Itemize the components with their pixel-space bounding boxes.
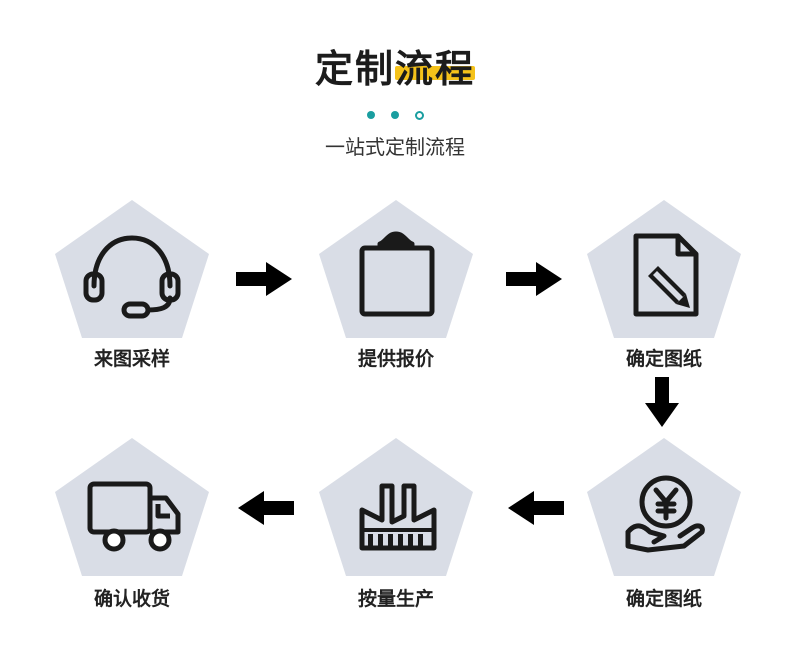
headset-icon xyxy=(83,235,181,319)
truck-icon xyxy=(87,481,181,552)
decorative-dots xyxy=(0,108,790,122)
step-card-drawing xyxy=(584,198,744,348)
dot-icon xyxy=(390,111,399,119)
step-card-production xyxy=(316,436,476,586)
step-label: 确认收货 xyxy=(93,588,170,610)
page-subtitle: 一站式定制流程 xyxy=(325,135,465,159)
step-label: 按量生产 xyxy=(357,588,434,610)
step-label: 来图采样 xyxy=(93,348,170,370)
dot-outline-icon xyxy=(414,110,424,120)
title-highlight xyxy=(395,66,475,80)
clipboard-icon xyxy=(359,231,435,317)
step-card-payment xyxy=(584,436,744,586)
arrow-right-icon xyxy=(236,262,292,296)
dot-icon xyxy=(366,111,375,119)
step-card-quote xyxy=(316,198,476,348)
arrow-left-icon xyxy=(508,491,564,525)
arrow-right-icon xyxy=(506,262,562,296)
step-label: 确定图纸 xyxy=(625,588,702,610)
document-edit-icon xyxy=(633,233,699,317)
pentagon-shape xyxy=(587,200,741,338)
factory-icon xyxy=(359,483,437,551)
step-label: 确定图纸 xyxy=(625,348,702,370)
page-title: 定制流程 xyxy=(314,47,475,91)
yuan-hand-icon xyxy=(625,475,705,553)
arrow-left-icon xyxy=(238,491,294,525)
step-label: 提供报价 xyxy=(357,348,434,370)
step-card-delivery xyxy=(52,436,212,586)
title-area: 定制流程 xyxy=(0,44,790,94)
step-card-sampling xyxy=(52,198,212,348)
arrow-down-icon xyxy=(645,377,679,427)
